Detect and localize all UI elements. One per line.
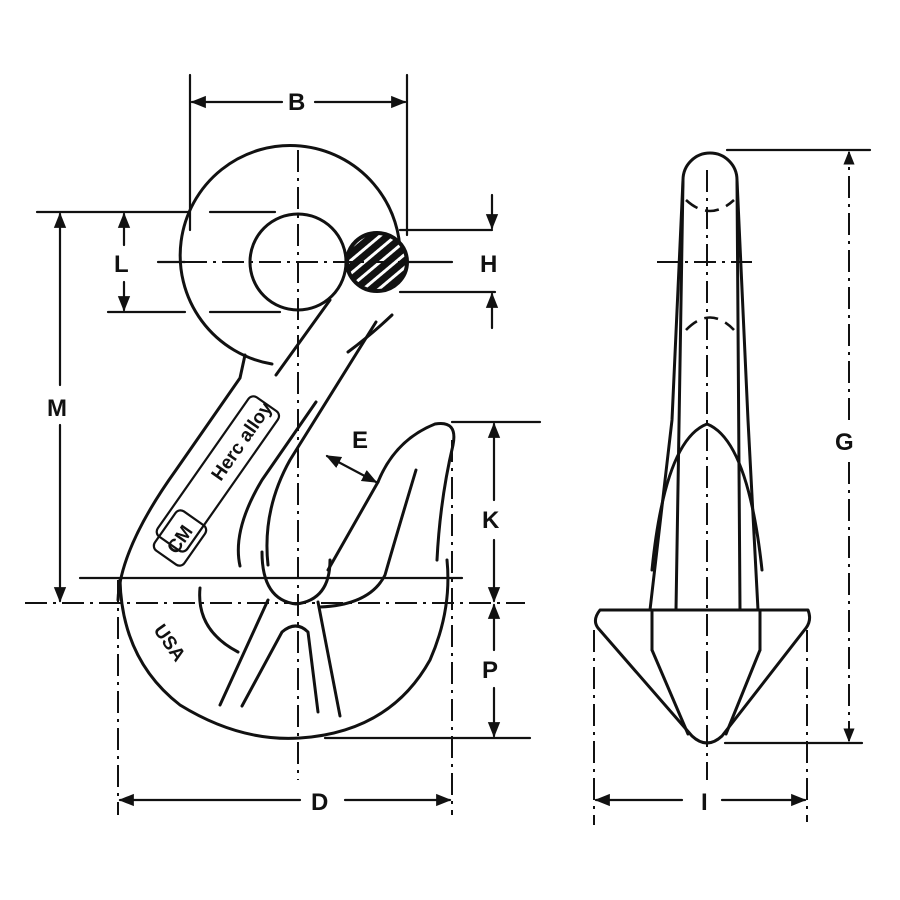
shank-inner-edge — [346, 313, 394, 354]
dim-label-k: K — [482, 507, 500, 534]
side-taper-right — [735, 178, 760, 612]
side-ogive — [650, 422, 764, 572]
hook-bowl — [118, 558, 450, 740]
dim-label-b: B — [288, 89, 305, 116]
side-base-inner-right — [724, 648, 762, 736]
shank-left-inner — [274, 298, 332, 377]
dim-label-m: M — [47, 395, 67, 422]
tip-inner — [318, 468, 418, 609]
dim-label-e: E — [352, 427, 368, 454]
hidden-arc-top — [685, 199, 735, 213]
dim-label-i: I — [701, 789, 708, 816]
shank-diagonal-2 — [236, 400, 318, 568]
side-base-inner-left — [650, 648, 690, 736]
shank-diagonal — [265, 320, 378, 567]
front-view: Herc alloy CM USA B H L — [25, 73, 542, 816]
origin-text: USA — [149, 621, 189, 666]
side-base — [593, 608, 812, 745]
leg-inner-left — [240, 624, 320, 714]
dim-label-l: L — [114, 251, 129, 278]
dim-label-d: D — [311, 789, 328, 816]
bowl-inner-arc — [198, 586, 240, 654]
eye-outer — [178, 144, 402, 366]
leg-outer-right — [316, 600, 342, 718]
dim-label-p: P — [482, 657, 498, 684]
throat-left — [326, 480, 380, 572]
side-taper-left — [648, 178, 685, 612]
dim-label-g: G — [835, 429, 854, 456]
side-view: G I — [593, 148, 872, 825]
e-dim-line — [325, 454, 378, 484]
side-shank-outline — [674, 151, 742, 612]
leg-outer-left — [218, 598, 270, 707]
hook-tip — [376, 421, 456, 562]
dim-label-h: H — [480, 251, 497, 278]
hidden-arc-bottom — [685, 316, 735, 331]
